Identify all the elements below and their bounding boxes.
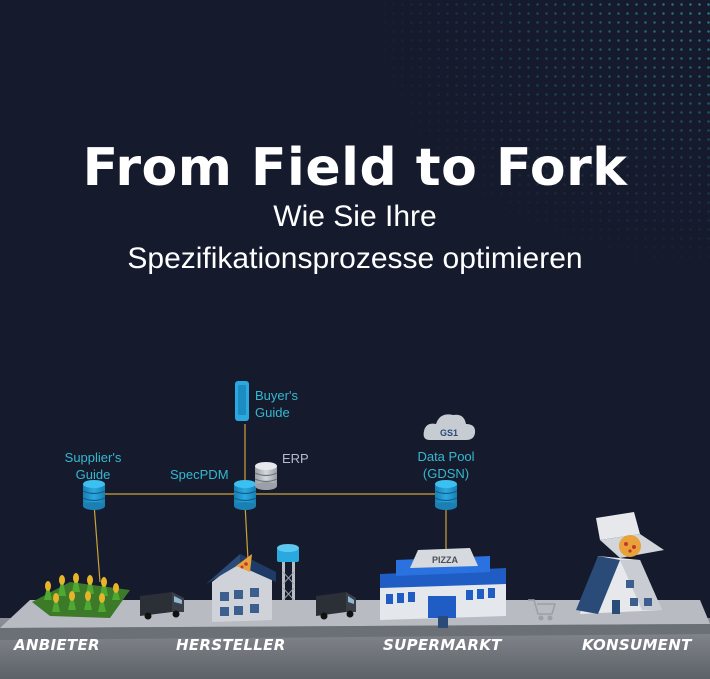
truck-icon	[316, 592, 356, 620]
shopping-cart-icon	[528, 599, 557, 621]
stage-label-hersteller: HERSTELLER	[176, 636, 286, 654]
gs1-badge: GS1	[440, 428, 458, 438]
dot-pattern-decoration	[380, 0, 710, 260]
road-base	[0, 600, 710, 679]
cloud-icon: GS1	[423, 414, 476, 440]
headline-subtitle-line1: Wie Sie Ihre	[273, 200, 437, 233]
buyers-guide-label-line1: Buyer's	[255, 388, 298, 403]
data-pool-label: Data Pool (GDSN)	[405, 448, 487, 482]
stage-label-supermarkt: SUPERMARKT	[383, 636, 502, 654]
pizza-slice-decoration	[236, 554, 252, 572]
specpdm-label: SpecPDM	[170, 467, 229, 482]
database-icon	[82, 480, 106, 510]
stage-label-anbieter: ANBIETER	[14, 636, 100, 654]
stage-label-konsument: KONSUMENT	[582, 636, 692, 654]
buyers-guide-label: Buyer's Guide	[255, 387, 298, 421]
headline-subtitle-line2: Spezifikationsprozesse optimieren	[127, 242, 583, 275]
headline-title: From Field to Fork	[82, 138, 628, 198]
connector-lines	[93, 424, 447, 583]
database-icon	[233, 480, 257, 510]
truck-icon	[140, 592, 184, 620]
database-icon	[434, 480, 458, 510]
suppliers-guide-label: Supplier's Guide	[54, 449, 132, 483]
database-icon	[254, 462, 278, 490]
suppliers-guide-label-line2: Guide	[75, 467, 111, 482]
buyers-guide-label-line2: Guide	[255, 405, 290, 420]
supermarket-icon	[380, 548, 506, 628]
data-pool-label-line2: (GDSN)	[422, 466, 470, 481]
erp-label: ERP	[282, 451, 309, 466]
factory-icon	[206, 544, 299, 622]
data-pool-label-line1: Data Pool	[417, 449, 475, 464]
smartphone-icon	[235, 381, 249, 421]
store-sign: PIZZA	[432, 555, 458, 565]
suppliers-guide-label-line1: Supplier's	[64, 450, 122, 465]
pizza-box-icon	[596, 512, 664, 558]
farm-field-icon	[32, 572, 130, 618]
house-icon	[576, 556, 662, 614]
